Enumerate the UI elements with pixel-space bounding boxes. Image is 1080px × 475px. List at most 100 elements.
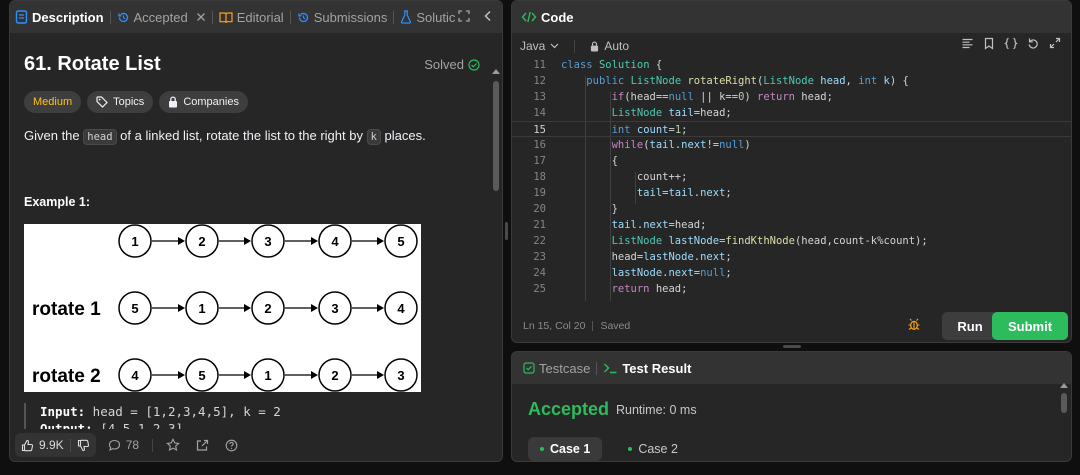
case-tab-2[interactable]: Case 2 bbox=[616, 437, 690, 461]
tab-solutions[interactable]: Solutic bbox=[395, 1, 460, 33]
format-lines-icon[interactable] bbox=[961, 37, 974, 50]
reset-icon[interactable] bbox=[1027, 37, 1040, 50]
tab-code[interactable]: Code bbox=[512, 1, 579, 33]
code-line[interactable]: 25 return head; bbox=[512, 281, 1071, 297]
line-number: 14 bbox=[533, 107, 546, 119]
list-node bbox=[384, 358, 418, 392]
list-node bbox=[185, 291, 219, 325]
share-icon bbox=[196, 439, 209, 451]
tab-test-result[interactable]: Test Result bbox=[598, 352, 696, 384]
checkbox-icon bbox=[523, 362, 535, 374]
cursor-position: Ln 15, Col 20 bbox=[523, 320, 586, 332]
code-line[interactable]: 23 head=lastNode.next; bbox=[512, 249, 1071, 265]
scrollbar-thumb[interactable] bbox=[1061, 393, 1067, 413]
line-number: 25 bbox=[533, 283, 546, 295]
run-button[interactable]: Run bbox=[942, 312, 998, 340]
book-icon bbox=[219, 11, 233, 23]
scroll-up-arrow[interactable] bbox=[1060, 383, 1068, 388]
scrollbar-thumb[interactable] bbox=[493, 81, 499, 191]
code-line[interactable]: 18 count++; bbox=[512, 169, 1071, 185]
bookmark-icon[interactable] bbox=[983, 37, 995, 50]
code-line[interactable]: 20 } bbox=[512, 201, 1071, 217]
code-line[interactable]: 19 tail=tail.next; bbox=[512, 185, 1071, 201]
node-value: 5 bbox=[198, 368, 205, 383]
code-line[interactable]: 17 { bbox=[512, 153, 1071, 169]
language-select[interactable]: Java bbox=[520, 39, 559, 53]
topics-chip[interactable]: Topics bbox=[87, 91, 154, 113]
maximize-icon[interactable] bbox=[458, 10, 470, 25]
indent-guide bbox=[635, 172, 636, 204]
arrowhead bbox=[178, 371, 185, 379]
list-node bbox=[251, 224, 285, 258]
node-value: 4 bbox=[131, 368, 139, 383]
code-line[interactable]: 13 if(head==null || k==0) return head; bbox=[512, 89, 1071, 105]
debugger-button[interactable] bbox=[907, 317, 921, 334]
favorite-button[interactable] bbox=[162, 438, 184, 452]
node-value: 1 bbox=[264, 368, 271, 383]
line-number: 19 bbox=[533, 187, 546, 199]
arrowhead bbox=[377, 371, 384, 379]
tab-testcase[interactable]: Testcase bbox=[512, 352, 595, 384]
code-text: tail=tail.next; bbox=[636, 187, 732, 199]
comments-button[interactable]: 78 bbox=[104, 438, 143, 452]
line-number: 18 bbox=[533, 171, 546, 183]
vertical-resize-handle[interactable] bbox=[505, 222, 508, 240]
editor-actions bbox=[961, 37, 1061, 50]
code-line[interactable]: 14 ListNode tail=head; bbox=[512, 105, 1071, 121]
code-line[interactable]: 24 lastNode.next=null; bbox=[512, 265, 1071, 281]
divider bbox=[574, 39, 576, 53]
divider bbox=[592, 321, 594, 331]
problem-title[interactable]: 61. Rotate List bbox=[24, 53, 161, 75]
tab-accepted[interactable]: Accepted bbox=[112, 1, 211, 33]
code-text: int count=1; bbox=[611, 124, 688, 136]
tab-description[interactable]: Description bbox=[10, 1, 109, 33]
tab-submissions[interactable]: Submissions bbox=[292, 1, 393, 33]
list-node bbox=[318, 224, 352, 258]
auto-mode-toggle[interactable]: Auto bbox=[590, 39, 629, 53]
submit-button[interactable]: Submit bbox=[992, 312, 1068, 340]
tab-divider bbox=[596, 361, 598, 375]
help-button[interactable] bbox=[221, 439, 242, 452]
expand-icon[interactable] bbox=[1049, 37, 1061, 49]
flask-icon bbox=[401, 10, 412, 24]
save-status: Saved bbox=[600, 320, 631, 332]
code-line[interactable]: 16 while(tail.next!=null) bbox=[512, 137, 1071, 153]
code-text: } bbox=[561, 203, 618, 215]
collapse-chevron-icon[interactable] bbox=[483, 10, 493, 25]
node-value: 2 bbox=[331, 368, 338, 383]
description-scrollbar[interactable] bbox=[492, 69, 500, 429]
code-line[interactable]: 12 public ListNode rotateRight(ListNode … bbox=[512, 73, 1071, 89]
chevron-down-icon bbox=[550, 43, 559, 49]
input-value: head = [1,2,3,4,5], k = 2 bbox=[85, 404, 281, 419]
input-label: Input: bbox=[40, 404, 86, 419]
case-label: Case 2 bbox=[638, 442, 678, 456]
share-button[interactable] bbox=[192, 439, 213, 452]
testcase-label: Testcase bbox=[539, 360, 591, 376]
tab-description-label: Description bbox=[32, 9, 104, 25]
scroll-up-arrow[interactable] bbox=[492, 69, 500, 74]
code-line[interactable]: 21 tail.next=head; bbox=[512, 217, 1071, 233]
result-scrollbar[interactable] bbox=[1060, 383, 1068, 461]
tab-editorial[interactable]: Editorial bbox=[214, 1, 289, 33]
node-value: 1 bbox=[131, 234, 138, 249]
case-tab-1[interactable]: Case 1 bbox=[528, 437, 603, 461]
row-label: rotate 2 bbox=[32, 366, 101, 387]
code-icon bbox=[521, 11, 537, 23]
companies-chip[interactable]: Companies bbox=[159, 91, 248, 113]
line-number: 23 bbox=[533, 251, 546, 263]
braces-icon[interactable] bbox=[1004, 37, 1018, 50]
code-line[interactable]: 15 int count=1; bbox=[512, 121, 1071, 137]
horizontal-resize-handle[interactable] bbox=[783, 345, 801, 348]
indent-guide bbox=[610, 92, 611, 301]
node-value: 5 bbox=[397, 234, 404, 249]
difficulty-badge: Medium bbox=[24, 91, 82, 113]
code-text: class Solution { bbox=[561, 60, 663, 71]
code-line[interactable]: 22 ListNode lastNode=findKthNode(head,co… bbox=[512, 233, 1071, 249]
mode-label: Auto bbox=[604, 39, 630, 53]
line-number: 24 bbox=[533, 267, 546, 279]
thumbs-down-icon[interactable] bbox=[77, 439, 90, 452]
close-icon[interactable] bbox=[196, 12, 206, 22]
thumbs-up-icon[interactable] bbox=[21, 439, 34, 452]
